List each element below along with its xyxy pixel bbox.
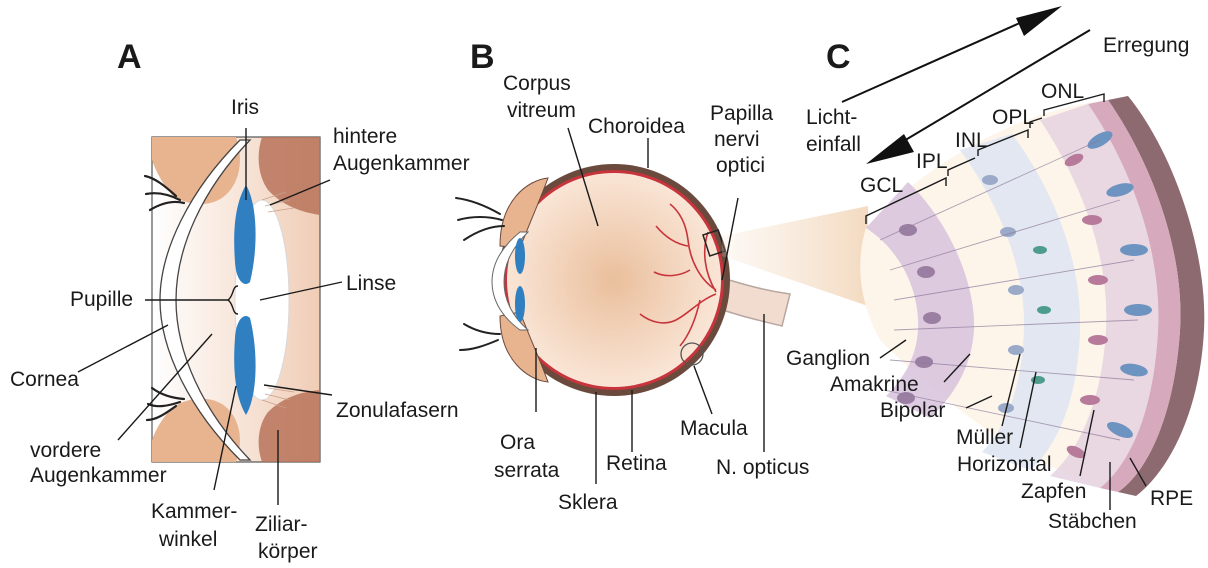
label-papilla-line2: nervi — [714, 128, 760, 151]
label-ora-line1: Ora — [500, 431, 535, 454]
label-hintere-line2: Augenkammer — [333, 152, 470, 175]
label-sklera: Sklera — [558, 491, 618, 514]
retina-fan — [860, 96, 1204, 496]
label-pupille: Pupille — [70, 288, 133, 311]
label-mueller: Müller — [956, 426, 1013, 449]
label-amakrine: Amakrine — [830, 373, 919, 396]
label-ipl: IPL — [916, 150, 948, 173]
label-ziliar-line1: Ziliar- — [255, 513, 308, 536]
panel-a: A — [10, 38, 470, 563]
label-choroidea: Choroidea — [588, 115, 685, 138]
panel-a-letter: A — [117, 38, 142, 76]
label-vordere-line1: vordere — [30, 439, 101, 462]
label-ganglion: Ganglion — [786, 347, 870, 370]
label-licht-line2: einfall — [806, 133, 861, 156]
label-inl: INL — [955, 129, 988, 152]
label-hintere-line1: hintere — [333, 125, 397, 148]
label-iris: Iris — [231, 96, 259, 119]
label-vordere-line2: Augenkammer — [30, 464, 167, 487]
label-opl: OPL — [992, 106, 1034, 129]
panel-c-letter: C — [826, 38, 851, 76]
label-papilla-line3: optici — [716, 154, 765, 177]
eyeball-vitreous — [507, 173, 721, 387]
label-corpus-line1: Corpus — [503, 72, 571, 95]
label-horizontal: Horizontal — [957, 453, 1052, 476]
label-corpus-line2: vitreum — [507, 99, 576, 122]
label-retina: Retina — [606, 452, 667, 475]
label-ora-line2: serrata — [494, 459, 560, 482]
arrow-erregung — [842, 6, 1062, 102]
label-n-opticus: N. opticus — [716, 456, 809, 479]
label-papilla-line1: Papilla — [710, 102, 773, 125]
label-onl: ONL — [1041, 80, 1084, 103]
label-linse: Linse — [346, 272, 396, 295]
label-kammer-line2: winkel — [158, 528, 217, 551]
panel-b-letter: B — [470, 38, 495, 76]
label-kammer-line1: Kammer- — [151, 500, 237, 523]
label-zapfen: Zapfen — [1021, 480, 1086, 503]
label-ziliar-line2: körper — [258, 540, 318, 563]
label-rpe: RPE — [1150, 487, 1193, 510]
label-gcl: GCL — [860, 174, 903, 197]
label-licht-line1: Licht- — [806, 106, 857, 129]
label-macula: Macula — [680, 417, 748, 440]
label-zonulafasern: Zonulafasern — [336, 399, 459, 422]
label-cornea: Cornea — [10, 368, 79, 391]
label-staebchen: Stäbchen — [1048, 510, 1137, 533]
eye-front-iris-lower — [515, 286, 525, 322]
label-bipolar: Bipolar — [880, 399, 945, 422]
eye-front-iris-upper — [515, 238, 525, 274]
label-erregung: Erregung — [1103, 34, 1189, 57]
